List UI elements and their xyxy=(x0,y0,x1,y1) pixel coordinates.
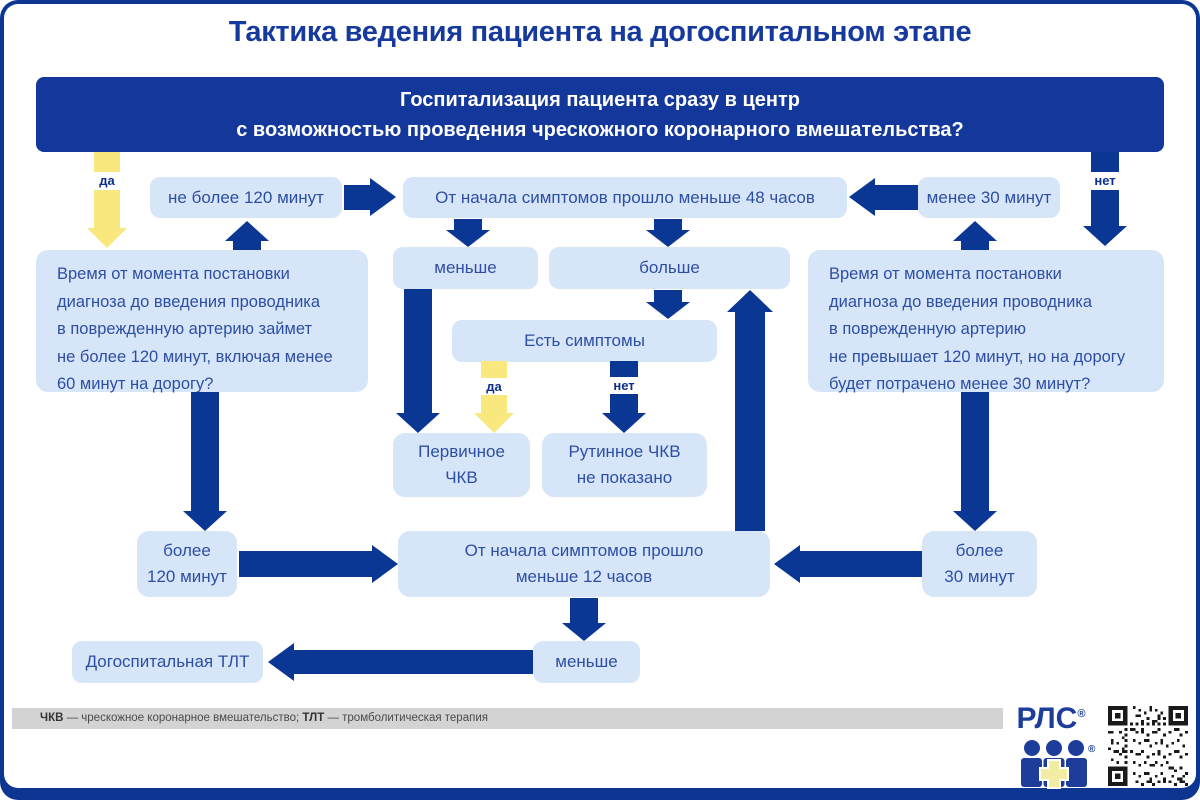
rls-figures-reg-mark: ® xyxy=(1088,744,1096,755)
arrow-left-shaft xyxy=(874,185,918,210)
node-left-question: Время от момента постановки диагноза до … xyxy=(36,250,368,393)
symptoms-no-shaft-top xyxy=(610,361,638,377)
node-prehospital-tlt: Догоспитальная ТЛТ xyxy=(72,641,263,683)
node-right-question: Время от момента постановки диагноза до … xyxy=(808,250,1164,393)
arrow-more-symptoms-shaft xyxy=(654,290,682,303)
node-primary-pci: Первичное ЧКВ xyxy=(393,433,530,497)
node-more: больше xyxy=(549,247,790,289)
legend-abbr-tlt: ТЛТ xyxy=(302,712,325,724)
page-title: Тактика ведения пациента на догоспитальн… xyxy=(228,16,972,48)
legend-def-pci: — чрескожное коронарное вмешательство; xyxy=(63,712,303,724)
arrow-more30-12h-shaft xyxy=(799,551,922,577)
arrow-less-tlt-shaft xyxy=(293,650,533,674)
no-label-top: нет xyxy=(1094,173,1116,188)
arrow-12h-more-head-icon xyxy=(727,290,773,312)
rls-logo-wordmark: РЛС xyxy=(1016,702,1078,735)
node-symptoms-less-48h: От начала симптомов прошло меньше 48 час… xyxy=(403,177,847,218)
symptoms-yes-label: да xyxy=(486,379,502,394)
yes-label-top: да xyxy=(99,173,115,188)
legend-bar: ЧКВ — чрескожное коронарное вмешательств… xyxy=(12,708,1003,729)
symptoms-yes-head-icon xyxy=(474,413,514,433)
up-arrow-right-head-icon xyxy=(953,221,997,241)
arrow-left-head-icon xyxy=(849,178,875,216)
yes-arrow-shaft-top xyxy=(94,152,120,172)
rls-logo-figures-icon xyxy=(1020,740,1088,795)
up-arrow-right-shaft xyxy=(961,240,989,250)
root-question-box: Госпитализация пациента сразу в центр с … xyxy=(36,77,1164,152)
legend-abbr-pci: ЧКВ xyxy=(40,712,64,724)
arrow-right-shaft xyxy=(344,185,371,210)
arrow-12h-more-shaft xyxy=(735,311,765,531)
node-more-30min: более 30 минут xyxy=(922,531,1037,597)
node-less-30min: менее 30 минут xyxy=(918,177,1060,218)
arrow-12h-less-shaft xyxy=(570,598,598,624)
symptoms-no-shaft xyxy=(610,394,638,413)
node-symptoms-less-12h: От начала симптомов прошло меньше 12 час… xyxy=(398,531,770,597)
arrow-more-symptoms-head-icon xyxy=(646,302,690,319)
arrow-12h-less-head-icon xyxy=(562,623,606,641)
arrow-more120-12h-shaft xyxy=(239,551,373,577)
arrow-48h-more-shaft xyxy=(654,219,682,231)
arrow-more30-12h-head-icon xyxy=(774,545,800,583)
symptoms-yes-shaft xyxy=(481,395,507,413)
yes-arrow-head-icon xyxy=(87,228,127,248)
arrow-48h-more-head-icon xyxy=(646,230,690,247)
arrow-right-head-icon xyxy=(370,178,396,216)
arrow-less-primary-shaft xyxy=(404,289,432,413)
legend-def-tlt: — тромболитическая терапия xyxy=(324,712,488,724)
node-not-more-120min: не более 120 минут xyxy=(150,177,342,218)
node-routine-pci: Рутинное ЧКВ не показано xyxy=(542,433,707,497)
symptoms-no-head-icon xyxy=(602,413,646,433)
no-arrow-head-icon xyxy=(1083,226,1127,246)
arrow-less-tlt-head-icon xyxy=(268,643,294,681)
arrow-right-down-head-icon xyxy=(953,511,997,531)
node-less-bottom: меньше xyxy=(533,641,640,683)
rls-reg-mark: ® xyxy=(1077,708,1086,720)
symptoms-no-label: нет xyxy=(613,378,635,393)
rls-logo-text: РЛС® xyxy=(1008,702,1094,736)
node-has-symptoms: Есть симптомы xyxy=(452,320,717,362)
node-less: меньше xyxy=(393,247,538,289)
arrow-left-down-head-icon xyxy=(183,511,227,531)
qr-code-icon xyxy=(1108,706,1188,791)
arrow-48h-less-head-icon xyxy=(446,230,490,247)
no-arrow-shaft xyxy=(1091,190,1119,226)
arrow-left-down-shaft xyxy=(191,392,219,511)
node-more-120min: более 120 минут xyxy=(137,531,237,597)
up-arrow-left-head-icon xyxy=(225,221,269,241)
symptoms-yes-shaft-top xyxy=(481,361,507,378)
no-arrow-shaft-top xyxy=(1091,152,1119,172)
arrow-48h-less-shaft xyxy=(454,219,482,231)
arrow-more120-12h-head-icon xyxy=(372,545,398,583)
yes-arrow-shaft xyxy=(94,190,120,228)
up-arrow-left-shaft xyxy=(233,240,261,250)
arrow-less-primary-head-icon xyxy=(396,413,440,433)
arrow-right-down-shaft xyxy=(961,392,989,511)
